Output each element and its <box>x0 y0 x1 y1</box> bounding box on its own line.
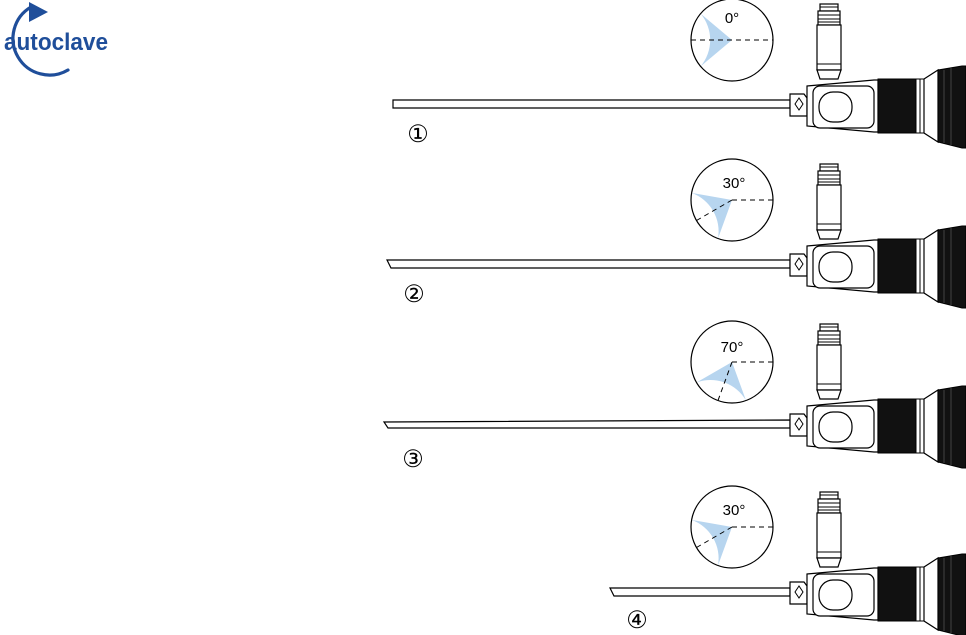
shaft-1 <box>392 99 791 109</box>
view-sector <box>691 519 732 566</box>
view-sector <box>700 13 732 67</box>
dial-circle <box>690 485 774 569</box>
view-angle-label: 30° <box>723 175 746 192</box>
scope-4: 30° ④ <box>609 485 966 635</box>
view-angle-label: 30° <box>723 502 746 519</box>
view-axis <box>696 199 733 221</box>
shaft-3 <box>382 419 791 429</box>
view-axis <box>696 526 733 548</box>
view-angle-dial-2: 30° <box>690 158 774 242</box>
endoscope-body <box>789 323 966 469</box>
view-angle-dial-4: 30° <box>690 485 774 569</box>
endoscope-body <box>789 163 966 309</box>
view-axis <box>717 361 733 401</box>
shaft-4 <box>609 587 791 597</box>
scope-number-3: ③ <box>402 446 424 473</box>
view-angle-dial-1: 0° <box>690 0 774 82</box>
logo-arrow-icon <box>29 2 48 22</box>
view-sector <box>691 192 732 239</box>
endoscope-2 <box>386 163 966 309</box>
endoscope-body <box>789 491 966 635</box>
view-angle-dial-3: 70° <box>690 320 774 404</box>
view-angle-label: 0° <box>725 10 739 27</box>
endoscope-3 <box>382 323 966 469</box>
view-angle-label: 70° <box>721 339 744 356</box>
logo-arc <box>11 5 70 77</box>
scope-number-2: ② <box>403 281 425 308</box>
view-sector <box>696 362 747 401</box>
scope-1: 0° ① <box>392 0 966 149</box>
endoscope-4 <box>609 491 966 635</box>
scope-2: 30° ② <box>386 158 966 309</box>
scope-number-4: ④ <box>626 607 648 634</box>
shaft-2 <box>386 259 791 269</box>
dial-circle <box>690 320 774 404</box>
scope-number-1: ① <box>407 121 429 148</box>
endoscope-1 <box>392 3 966 149</box>
dial-circle <box>690 158 774 242</box>
endoscope-body <box>789 3 966 149</box>
scope-3: 70° ③ <box>382 320 966 473</box>
autoclave-logo: autoclave <box>4 2 108 77</box>
logo-text: autoclave <box>4 29 108 56</box>
